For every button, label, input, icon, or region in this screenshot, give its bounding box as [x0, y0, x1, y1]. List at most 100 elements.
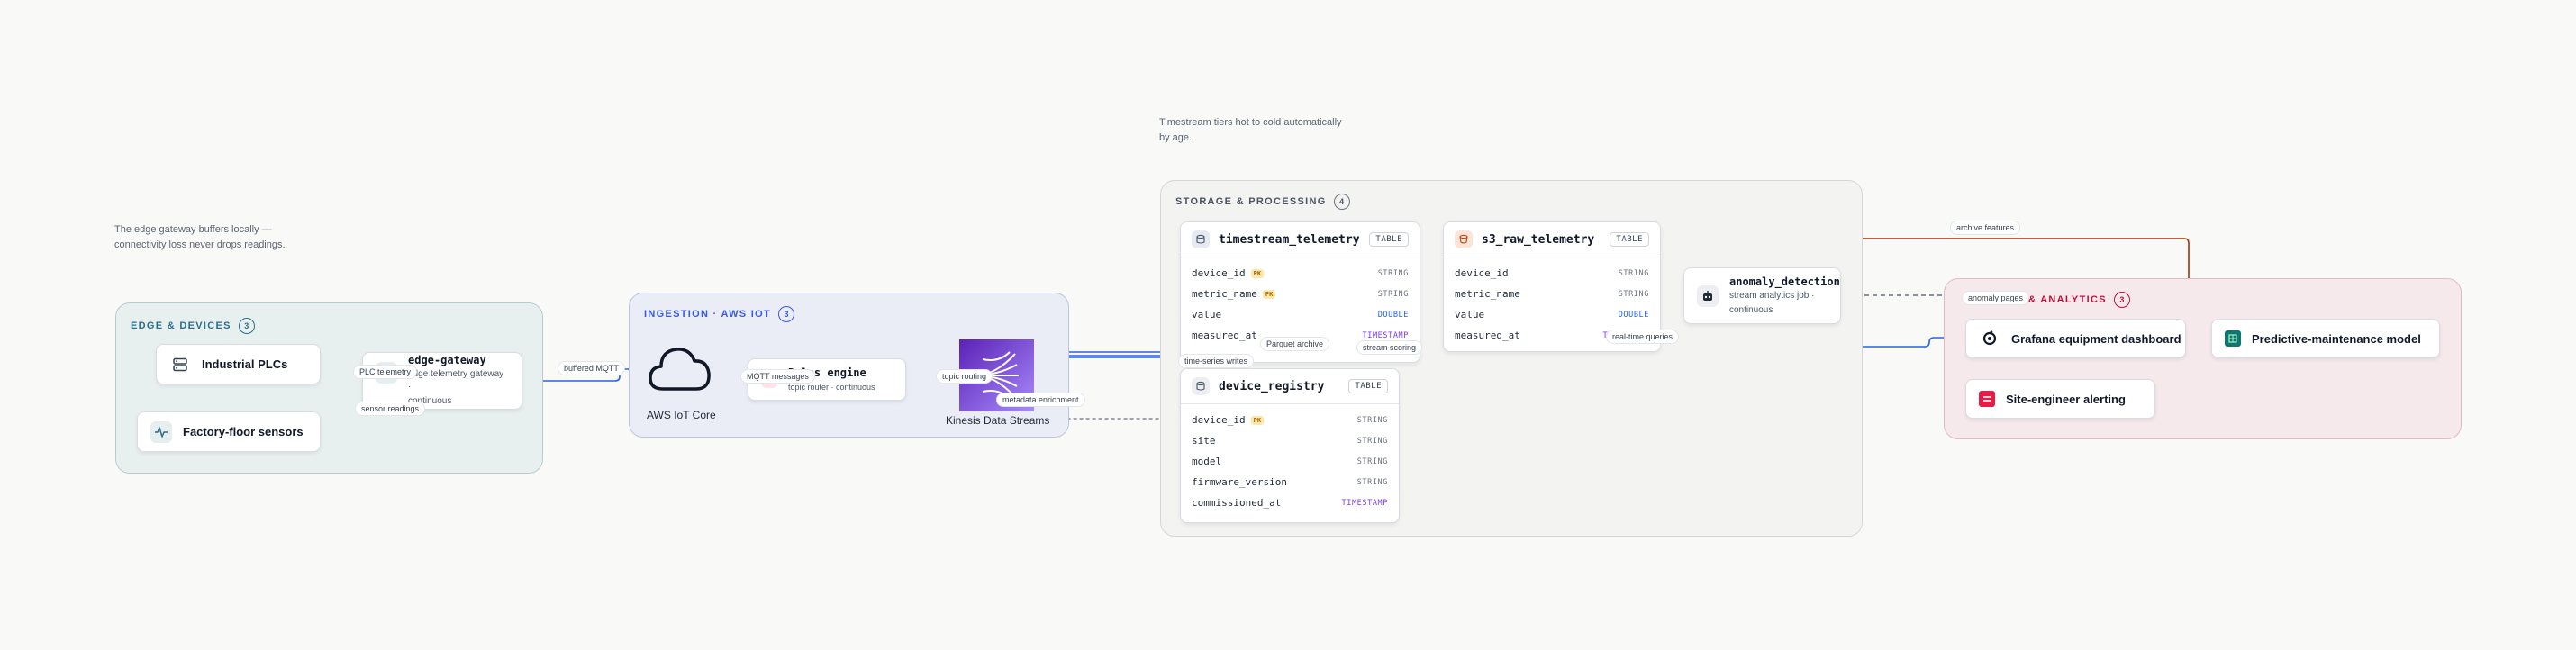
column-name-text: device_id [1192, 267, 1246, 279]
group-title: STORAGE & PROCESSING 4 [1175, 194, 1350, 210]
column-name: firmware_version [1192, 476, 1287, 488]
grafana-dashboard-node[interactable]: Grafana equipment dashboard [1965, 319, 2186, 358]
node-label: Factory-floor sensors [183, 425, 304, 438]
group-count-badge: 4 [1333, 194, 1350, 210]
column-name: metric_name [1455, 288, 1520, 300]
node-text: anomaly_detection stream analytics job ·… [1729, 275, 1840, 317]
table-name: s3_raw_telemetry [1482, 232, 1595, 247]
aws-iot-core-node[interactable] [647, 342, 713, 398]
group-title-text: STORAGE & PROCESSING [1175, 196, 1327, 207]
edge-gateway-node[interactable]: edge-gateway edge telemetry gateway · co… [362, 352, 522, 410]
table-row: measured_at TIMESTAMP [1181, 325, 1420, 346]
node-text: edge-gateway edge telemetry gateway · co… [408, 354, 509, 408]
note-line: Timestream tiers hot to cold automatical… [1159, 117, 1342, 128]
column-type: STRING [1356, 415, 1388, 425]
bucket-icon [1455, 230, 1473, 248]
storage-note: Timestream tiers hot to cold automatical… [1159, 115, 1342, 146]
node-label: Grafana equipment dashboard [2011, 331, 2181, 346]
anomaly-detection-node[interactable]: anomaly_detection stream analytics job ·… [1683, 267, 1841, 324]
node-label: Industrial PLCs [202, 357, 288, 371]
group-count-badge: 3 [238, 318, 255, 334]
column-name-text: measured_at [1192, 330, 1257, 341]
column-type: DOUBLE [1377, 310, 1409, 320]
column-type: STRING [1618, 289, 1649, 299]
edge-note: The edge gateway buffers locally — conne… [114, 222, 286, 253]
node-label: Predictive-maintenance model [2252, 331, 2421, 346]
table-badge: TABLE [1369, 232, 1409, 247]
group-title: INGESTION · AWS IOT 3 [644, 306, 795, 322]
table-row: site STRING [1181, 430, 1399, 451]
node-label: Site-engineer alerting [2006, 392, 2126, 406]
column-type: STRING [1356, 436, 1388, 446]
group-count-badge: 3 [2113, 292, 2130, 308]
column-type: STRING [1377, 268, 1409, 278]
column-name: device_id PK [1192, 267, 1378, 279]
table-row: metric_name STRING [1444, 284, 1660, 304]
factory-sensors-node[interactable]: Factory-floor sensors [137, 411, 321, 452]
activity-icon [150, 420, 172, 443]
edge-label-sensor-readings: sensor readings [355, 402, 426, 416]
group-title-text: EDGE & DEVICES [131, 320, 231, 331]
edge-label-plc-telemetry: PLC telemetry [353, 365, 418, 379]
table-header: device_registry TABLE [1181, 369, 1399, 404]
edge-label-mqtt-messages: MQTT messages [740, 369, 815, 384]
group-title-text: & ANALYTICS [2028, 294, 2107, 305]
column-type: DOUBLE [1618, 310, 1649, 320]
pk-badge: PK [1262, 289, 1276, 299]
table-row: device_id STRING [1444, 263, 1660, 284]
table-row: device_id PK STRING [1181, 263, 1420, 284]
column-type: STRING [1618, 268, 1649, 278]
edge-label-buffered-mqtt: buffered MQTT [558, 361, 625, 375]
column-type: STRING [1377, 289, 1409, 299]
table-row: firmware_version STRING [1181, 472, 1399, 492]
table-header: s3_raw_telemetry TABLE [1444, 222, 1660, 257]
edge-label-parquet-archive: Parquet archive [1260, 337, 1330, 351]
node-subtitle: edge telemetry gateway · [408, 369, 504, 392]
industrial-plcs-node[interactable]: Industrial PLCs [156, 344, 321, 384]
cloud-icon [649, 348, 711, 391]
node-subtitle: continuous [1729, 304, 1773, 315]
note-line: The edge gateway buffers locally — [114, 224, 272, 235]
group-title: EDGE & DEVICES 3 [131, 318, 255, 334]
edge-label-stream-scoring: stream scoring [1356, 340, 1423, 355]
column-type: STRING [1356, 477, 1388, 487]
edge-label-archive-features: archive features [1950, 221, 2021, 235]
table-name: device_registry [1219, 379, 1325, 393]
group-count-badge: 3 [778, 306, 795, 322]
pk-badge: PK [1250, 415, 1265, 425]
node-subtitle: stream analytics job · [1729, 290, 1815, 301]
node-label: anomaly_detection [1729, 275, 1840, 288]
table-badge: TABLE [1348, 379, 1388, 393]
column-name: measured_at [1192, 330, 1363, 341]
node-subtitle: topic router · continuous [788, 382, 875, 392]
column-name: device_id [1455, 267, 1509, 279]
model-icon [2225, 330, 2241, 347]
predictive-maintenance-node[interactable]: Predictive-maintenance model [2211, 319, 2440, 358]
pk-badge: PK [1250, 268, 1265, 278]
database-icon [1192, 230, 1210, 248]
column-type: TIMESTAMP [1362, 330, 1409, 340]
site-engineer-alerting-node[interactable]: Site-engineer alerting [1965, 379, 2155, 419]
column-type: STRING [1356, 456, 1388, 466]
table-badge: TABLE [1610, 232, 1649, 247]
node-subtitle: continuous [408, 396, 452, 406]
database-icon [1192, 377, 1210, 395]
column-name: site [1192, 435, 1216, 447]
edge-label-time-series-writes: time-series writes [1178, 354, 1255, 368]
edge-label-topic-routing: topic routing [936, 369, 993, 384]
edge-label-anomaly-pages: anomaly pages [1962, 291, 2030, 305]
iot-core-caption: AWS IoT Core [647, 409, 716, 421]
kinesis-caption: Kinesis Data Streams [946, 414, 1050, 427]
table-header: timestream_telemetry TABLE [1181, 222, 1420, 257]
group-title-text: INGESTION · AWS IOT [644, 309, 772, 320]
